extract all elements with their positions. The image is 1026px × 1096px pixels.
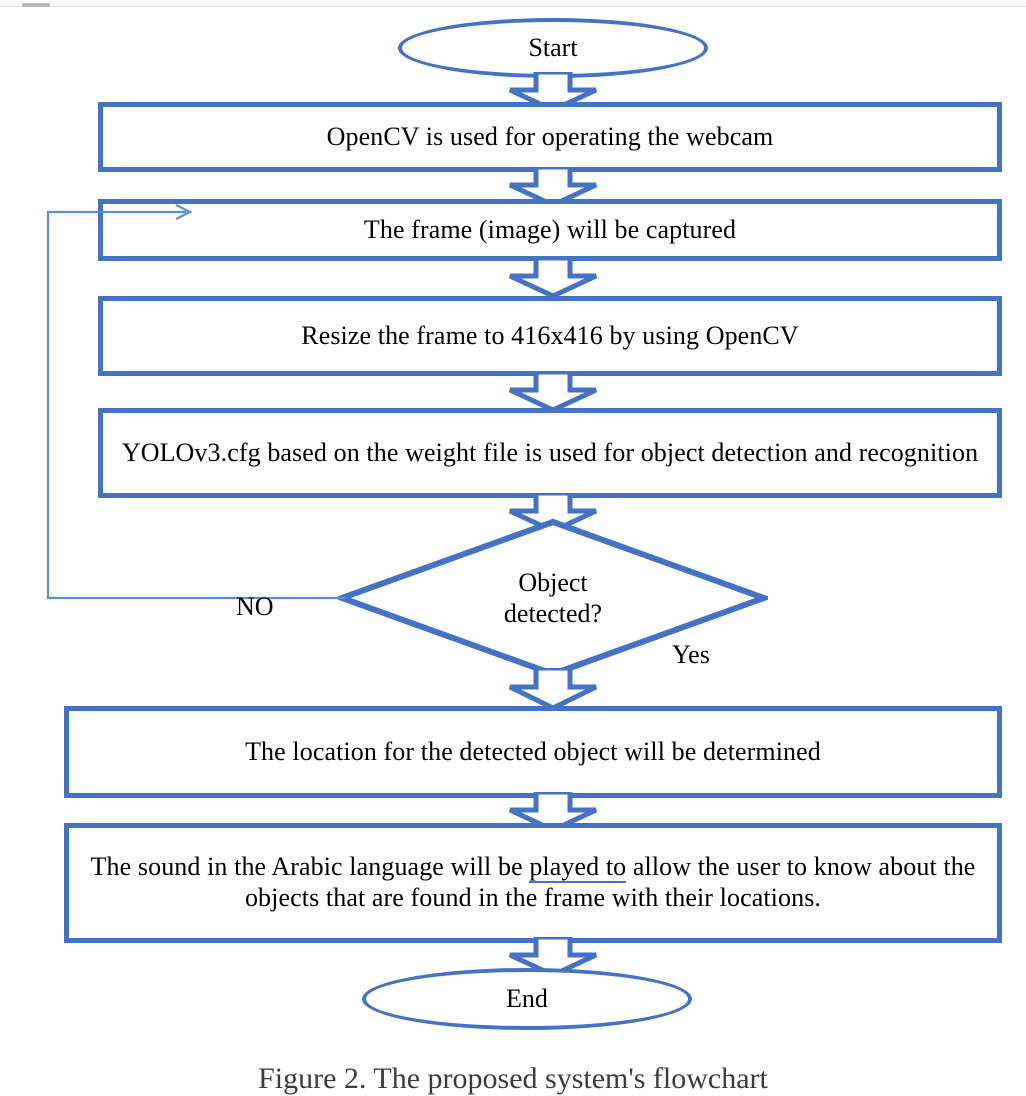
arrow-decision-no-loop [46,204,346,600]
arrow-capture-to-resize [508,258,598,298]
node-sound-label-part1: The sound in the Arabic language will be [90,852,530,882]
node-resize-label: Resize the frame to 416x416 by using Ope… [301,320,799,350]
arrow-resize-to-yolo [508,372,598,412]
node-yolo-label: YOLOv3.cfg based on the weight file is u… [121,437,979,467]
node-location[interactable]: The location for the detected object wil… [64,706,1002,798]
arrow-opencv-to-capture [508,167,598,207]
node-resize[interactable]: Resize the frame to 416x416 by using Ope… [98,296,1002,376]
arrow-start-to-opencv [508,72,598,112]
node-decision-label: Object detected? [504,567,602,629]
arrow-yolo-to-decision [508,493,598,533]
node-location-label: The location for the detected object wil… [245,736,821,766]
node-start[interactable]: Start [398,18,708,78]
figure-caption: Figure 2. The proposed system's flowchar… [258,1062,768,1095]
node-sound[interactable]: The sound in the Arabic language will be… [64,823,1002,943]
node-opencv-label: OpenCV is used for operating the webcam [326,121,774,151]
node-end[interactable]: End [362,968,692,1030]
node-capture[interactable]: The frame (image) will be captured [98,199,1002,261]
node-end-label: End [506,984,548,1013]
node-capture-label: The frame (image) will be captured [363,214,737,244]
node-sound-label-part2: allow the user to know about the objects… [244,852,976,912]
node-opencv[interactable]: OpenCV is used for operating the webcam [98,102,1002,172]
edge-label-yes: Yes [672,640,710,669]
node-decision-label-line1: Object [518,567,588,597]
node-sound-label-grammar-flag: played to [529,852,627,884]
page-top-rule [0,6,1026,7]
node-sound-label: The sound in the Arabic language will be… [69,852,997,913]
page-top-rule-mark [22,3,50,7]
arrow-decision-to-location [508,668,598,710]
node-start-label: Start [528,33,578,62]
arrow-sound-to-end [508,937,598,977]
edge-label-no: NO [236,592,274,621]
arrow-location-to-sound [508,792,598,832]
node-decision-label-line2: detected? [503,599,603,628]
